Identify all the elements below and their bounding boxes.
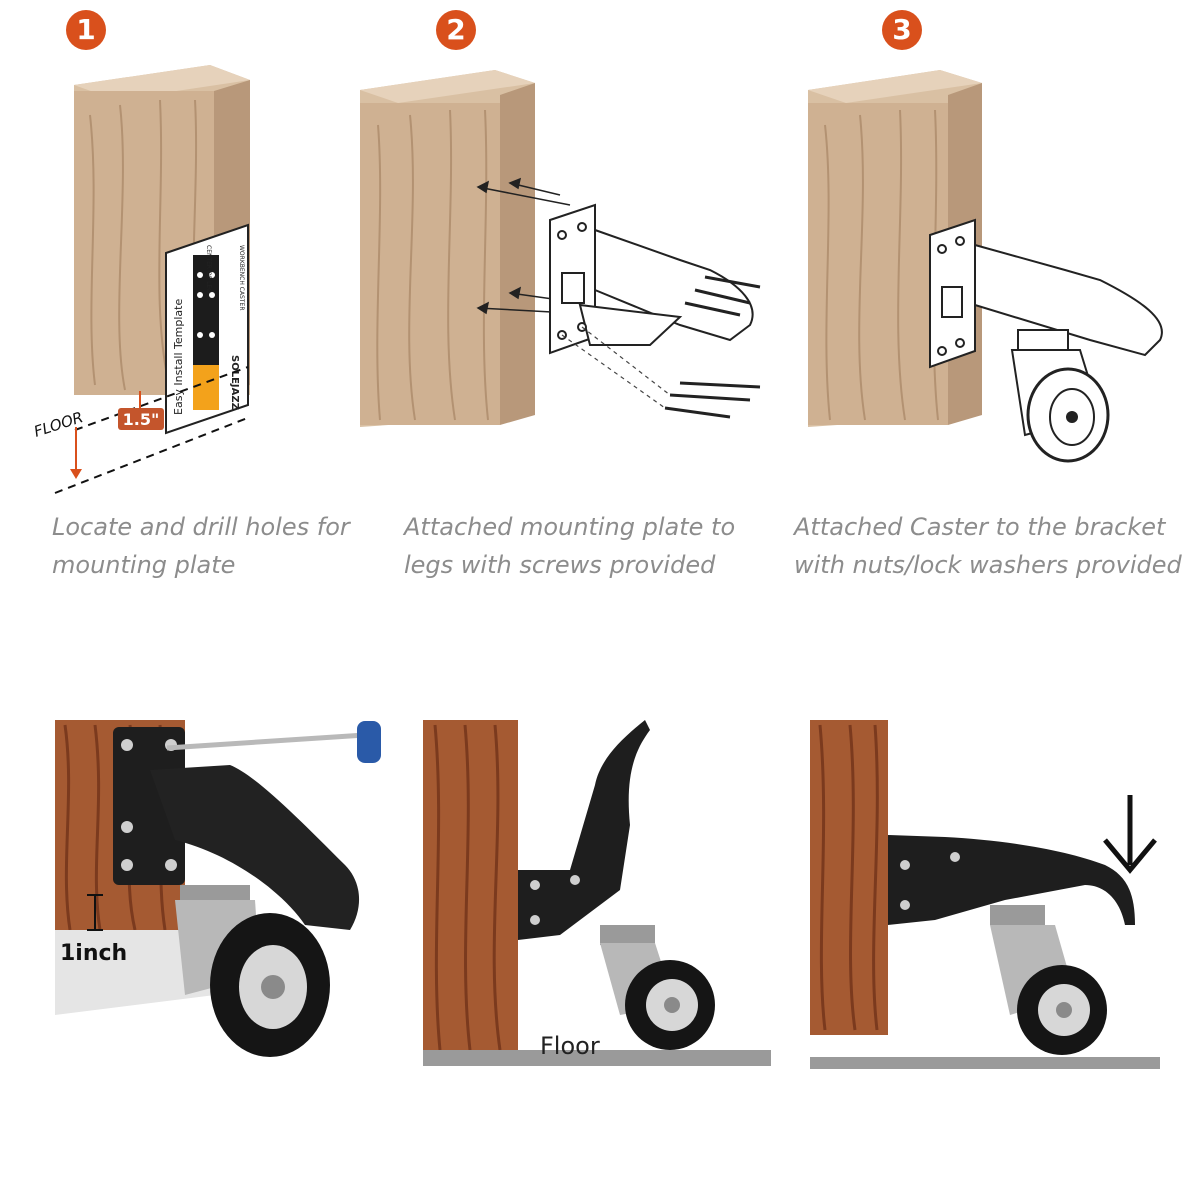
- bracket-pressed-photo: [810, 720, 1160, 1069]
- wood-block: [360, 70, 535, 427]
- screws: [664, 275, 761, 419]
- caster-bracket: [888, 835, 1135, 925]
- step-3-illustration: [808, 70, 1163, 463]
- caster-bracket: [518, 720, 650, 940]
- step-2-badge: 2: [436, 10, 476, 50]
- floor-surface: [423, 1050, 771, 1066]
- gap-label: 1inch: [60, 941, 127, 966]
- screwdriver: [166, 721, 381, 763]
- floor-label-bottom: Floor: [540, 1032, 600, 1060]
- step-3-badge: 3: [882, 10, 922, 50]
- caster-wheel: [175, 885, 330, 1057]
- floor-label-step-1: FLOOR: [32, 408, 86, 441]
- template-side-label: WORKBENCH CASTER: [238, 245, 245, 311]
- insert-arrows: [476, 177, 571, 315]
- install-template: Easy Install Template CENTER OF LEG SOLE…: [165, 223, 249, 435]
- step-1-illustration: Easy Install Template CENTER OF LEG SOLE…: [32, 65, 251, 494]
- down-arrow-icon: [1103, 795, 1157, 874]
- step-3-caption: Attached Caster to the bracket with nuts…: [794, 513, 1182, 579]
- caster-wheel: [1010, 329, 1110, 463]
- distance-label: 1.5": [123, 410, 160, 429]
- step-1-badge: 1: [66, 10, 106, 50]
- template-center-label: CENTER OF LEG: [205, 245, 212, 293]
- caster-bracket: [150, 765, 360, 930]
- step-2-illustration: [360, 70, 761, 427]
- mounting-plate: [113, 727, 185, 885]
- template-brand: SOLEJAZZ: [229, 355, 240, 410]
- floor-surface: [810, 1057, 1160, 1069]
- caster-bracket-outline: [929, 218, 1163, 369]
- caster-wheel: [600, 925, 715, 1050]
- installed-caster-photo: 1inch: [55, 720, 381, 1057]
- step-1-caption: Locate and drill holes for mounting plat…: [52, 513, 350, 579]
- caster-wheel: [990, 905, 1107, 1055]
- bracket-raised-photo: Floor: [423, 720, 771, 1066]
- step-2-caption: Attached mounting plate to legs with scr…: [404, 513, 736, 579]
- template-title: Easy Install Template: [172, 299, 185, 415]
